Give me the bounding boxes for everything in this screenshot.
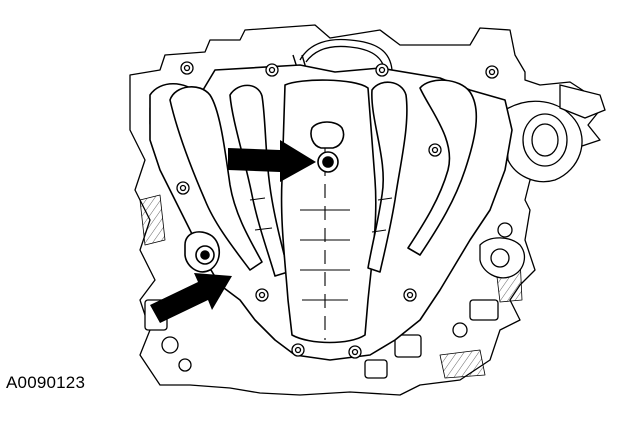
lower-left-bolt [184, 231, 221, 273]
arrow-upper-center [228, 140, 316, 182]
flange-bolts [176, 61, 499, 359]
upper-center-bolt [310, 121, 345, 173]
figure-id-label: A0090123 [6, 373, 86, 392]
throttle-body-assembly [479, 84, 606, 279]
intake-manifold [149, 64, 513, 361]
callout-arrows [150, 140, 316, 323]
arrow-lower-left [150, 273, 232, 323]
